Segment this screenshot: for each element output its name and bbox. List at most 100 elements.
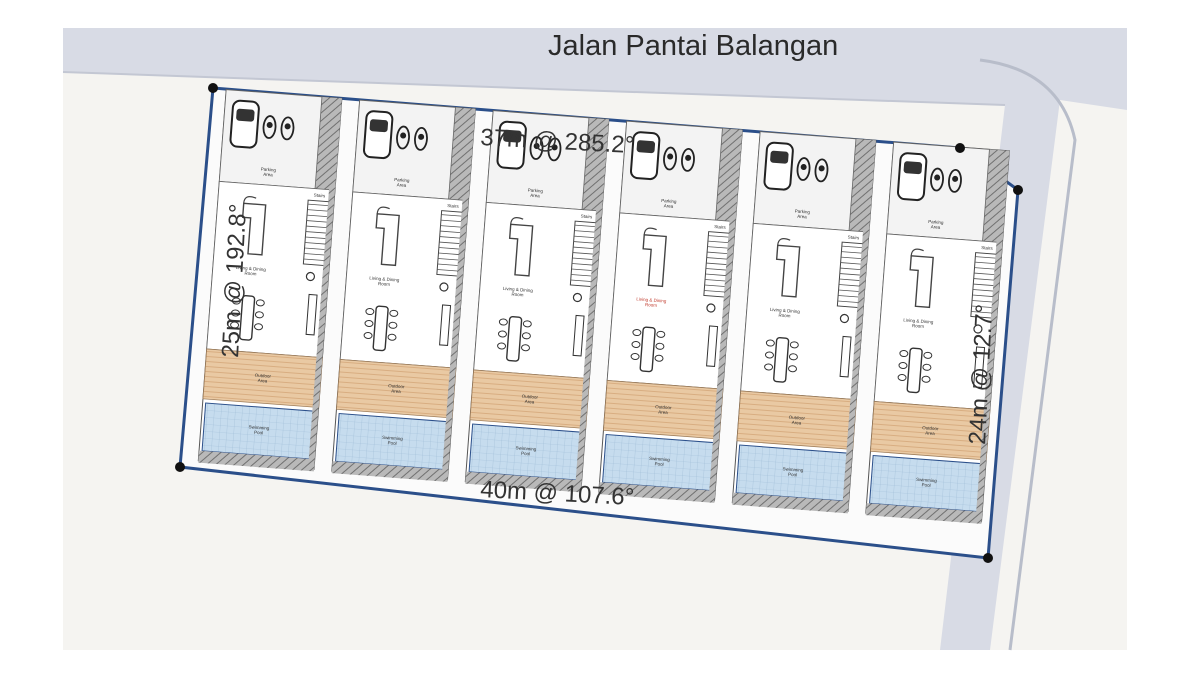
motorbike-seat	[800, 164, 807, 171]
outdoor-area-label: Area	[525, 399, 535, 405]
chair-icon	[497, 330, 507, 338]
car-windshield	[770, 150, 789, 164]
outdoor-area-label: Area	[391, 388, 401, 394]
stair-step	[708, 235, 731, 238]
living-dining-label: Living & Dining	[770, 307, 801, 314]
kitchen-counter	[839, 335, 852, 378]
motorbike-icon	[681, 148, 695, 172]
stair-step	[705, 273, 728, 277]
parking-area-label: Area	[397, 182, 407, 188]
chair-icon	[230, 309, 240, 317]
stair-step	[841, 245, 864, 249]
chair-icon	[656, 330, 666, 338]
stair-step	[571, 268, 594, 272]
outdoor-area-label: Outdoor	[522, 394, 539, 400]
stair-step	[572, 252, 595, 255]
living-dining-label: Room	[511, 292, 524, 298]
stair-step	[975, 256, 998, 259]
stair-step	[305, 236, 328, 240]
car-icon	[229, 99, 260, 149]
motorbike-seat	[952, 175, 959, 182]
outdoor-area-label: Outdoor	[789, 415, 806, 421]
parking-area-label: Area	[664, 203, 674, 209]
living-dining-label: Room	[645, 302, 658, 308]
parking-area-label: Parking	[661, 198, 677, 204]
swimming-pool-label: Pool	[521, 451, 530, 457]
stairs-label: Stairs	[581, 214, 594, 220]
dining-table-icon	[639, 326, 656, 373]
stairs-label: Stairs	[848, 235, 861, 241]
car-windshield	[236, 108, 255, 122]
outdoor-area-label: Outdoor	[655, 404, 672, 410]
chair-icon	[655, 342, 665, 350]
sofa-back	[510, 217, 524, 225]
stair-step	[438, 252, 461, 256]
parking-area-label: Area	[530, 193, 540, 199]
motorbike-seat	[818, 165, 825, 172]
chair-icon	[521, 332, 531, 340]
stair-step	[307, 203, 330, 207]
stair-step	[706, 262, 729, 266]
parcel-corner	[1013, 185, 1023, 195]
stair-step	[303, 258, 326, 262]
rear-strip	[465, 471, 582, 493]
chair-icon	[497, 342, 507, 350]
chair-icon	[899, 350, 909, 358]
outdoor-area-label: Area	[925, 430, 935, 436]
parking-area-label: Parking	[795, 208, 811, 214]
toilet-icon	[706, 303, 716, 313]
motorbike-seat	[934, 174, 941, 181]
toilet-icon	[572, 292, 583, 303]
motorbike-seat	[533, 143, 540, 150]
stair-step	[972, 300, 995, 303]
rear-strip	[198, 450, 315, 472]
parking-area-label: Parking	[528, 187, 544, 193]
party-wall	[842, 139, 876, 512]
parking-area-label: Parking	[928, 219, 944, 225]
motorbike-seat	[551, 144, 558, 151]
chair-icon	[789, 341, 799, 349]
party-wall	[441, 108, 476, 480]
motorbike-icon	[547, 137, 562, 162]
parcel-corner	[983, 553, 993, 563]
stair-step	[705, 268, 728, 271]
car-windshield	[503, 129, 522, 143]
chair-icon	[254, 323, 264, 331]
kitchen-counter	[439, 304, 452, 346]
stair-step	[306, 214, 329, 218]
chair-icon	[255, 299, 265, 307]
chair-icon	[365, 308, 375, 316]
sofa-back	[910, 248, 924, 256]
parking-area-label: Parking	[261, 166, 277, 172]
stair-step	[573, 235, 596, 239]
toilet-icon	[305, 271, 316, 282]
road	[63, 28, 1127, 650]
living-dining-label: Room	[912, 323, 925, 329]
car-windshield	[369, 119, 389, 133]
motorbike-seat	[685, 154, 692, 161]
stairs-label: Stairs	[447, 203, 460, 209]
living-dining-label: Room	[778, 313, 791, 319]
stair-step	[304, 247, 327, 251]
stairs-label: Stairs	[981, 245, 994, 251]
sofa-back	[777, 238, 791, 246]
chair-icon	[231, 297, 241, 305]
car-icon	[629, 131, 661, 181]
road-curve	[979, 58, 1077, 651]
outdoor-area-label: Area	[258, 378, 268, 384]
stair-step	[971, 311, 994, 314]
stair-step	[307, 209, 330, 212]
stair-step	[841, 251, 864, 254]
chair-icon	[654, 354, 664, 362]
motorbike-icon	[663, 146, 677, 171]
stair-step	[573, 246, 596, 250]
stair-step	[704, 290, 727, 293]
motorbike-icon	[814, 158, 829, 183]
stair-step	[838, 289, 861, 293]
motorbike-icon	[930, 167, 944, 192]
